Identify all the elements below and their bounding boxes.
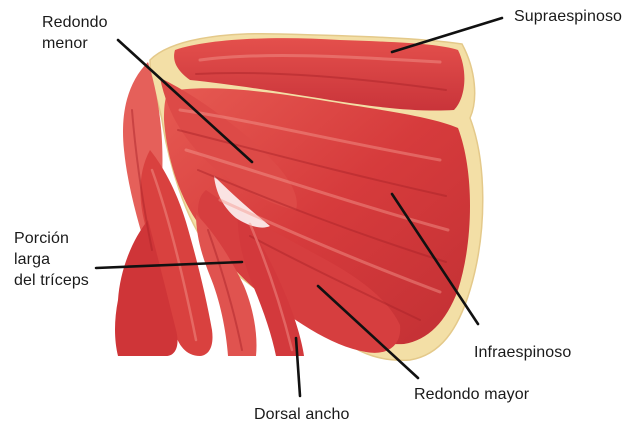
label-redondo-mayor: Redondo mayor xyxy=(414,384,529,405)
label-redondo-menor: Redondo menor xyxy=(42,12,108,54)
label-supraespinoso: Supraespinoso xyxy=(514,6,622,27)
label-infraespinoso: Infraespinoso xyxy=(474,342,571,363)
label-dorsal-ancho: Dorsal ancho xyxy=(254,404,349,425)
label-porcion-larga-triceps: Porción larga del tríceps xyxy=(14,228,89,291)
